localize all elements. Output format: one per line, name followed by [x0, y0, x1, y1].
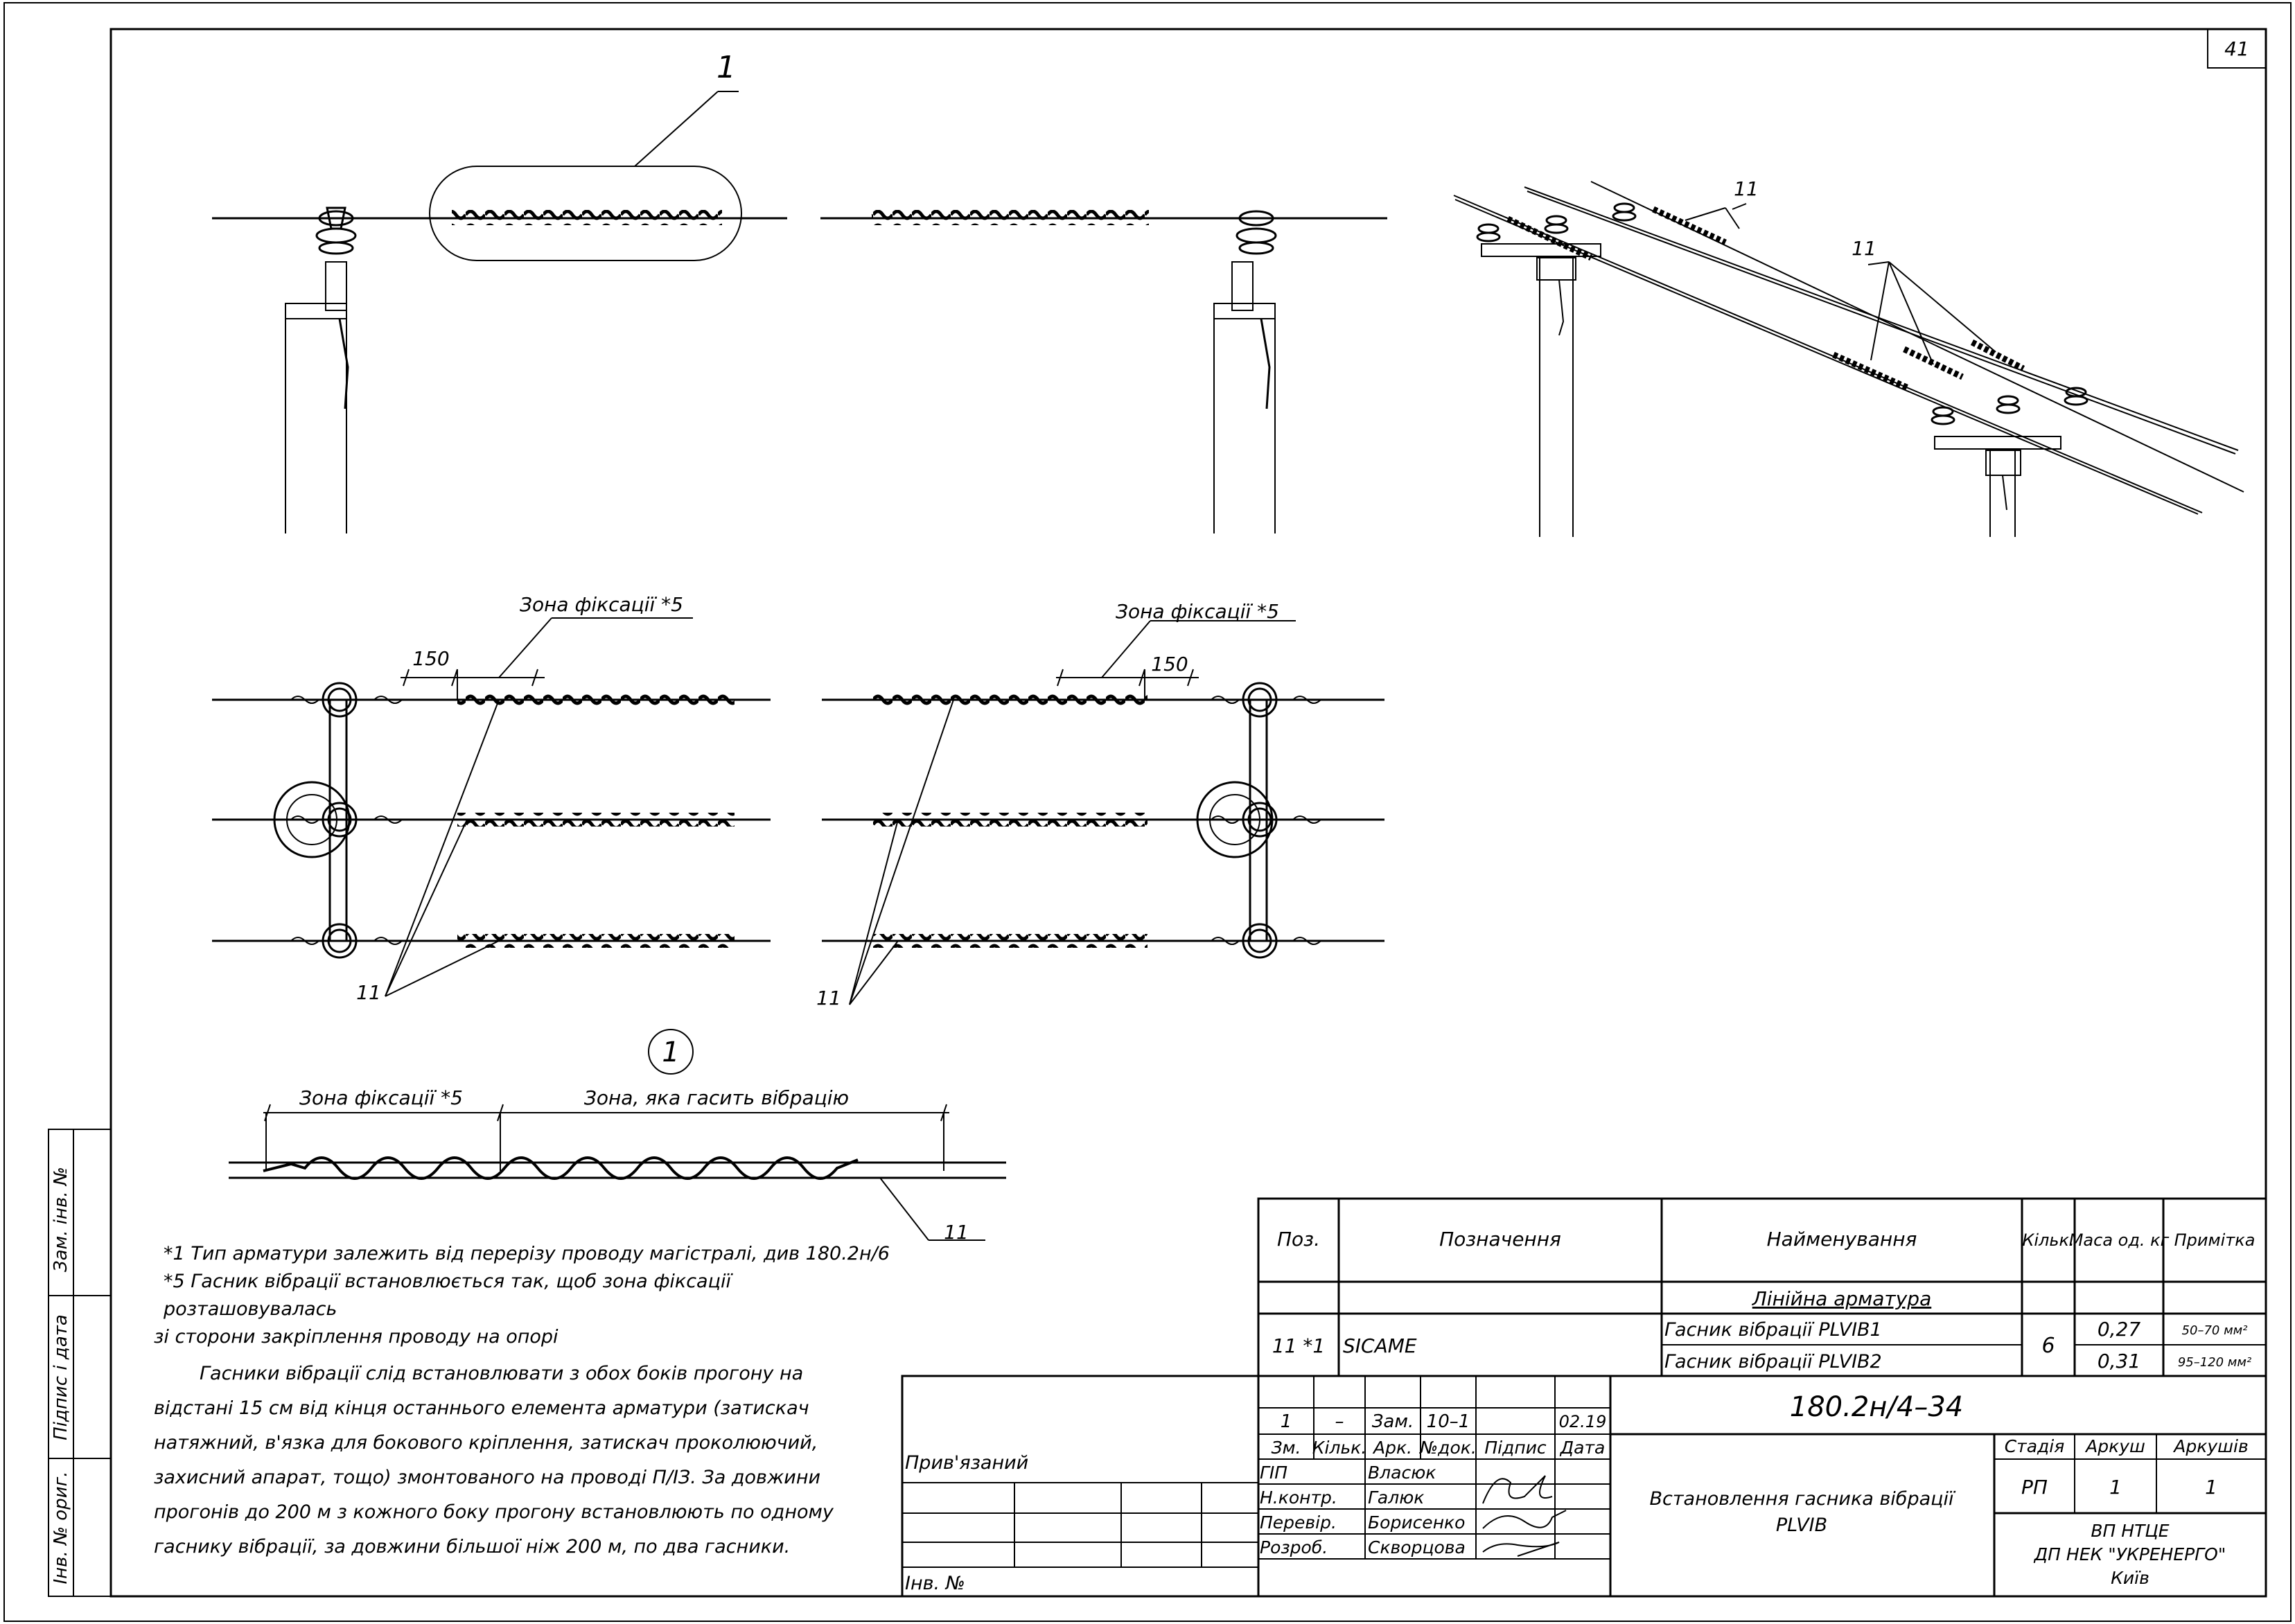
pos-label-persp-2: 11	[1852, 237, 1876, 260]
stamp-inv-oryg: Інв. № ориг.	[51, 1471, 71, 1584]
sheet-value: 1	[2109, 1476, 2122, 1499]
footnote-1: *1 Тип арматури залежить від перерізу пр…	[164, 1243, 890, 1264]
spec-pos: 11 *1	[1272, 1334, 1325, 1357]
dim-150-right: 150	[1151, 653, 1188, 676]
rev-num: 1	[1281, 1411, 1292, 1432]
spec-row1-note: 50–70 мм²	[2182, 1323, 2248, 1338]
stage-header-arkush: Аркуш	[2084, 1436, 2145, 1456]
dim-150-left: 150	[412, 647, 449, 670]
spec-header-mass: Маса од. кг	[2069, 1230, 2170, 1250]
spec-designation: SICAME	[1343, 1334, 1417, 1357]
signatures	[1482, 1475, 1567, 1557]
name-rozrob: Скворцова	[1368, 1537, 1466, 1557]
name-gip: Власюк	[1368, 1463, 1436, 1483]
rev-sheet: Зам.	[1372, 1411, 1414, 1432]
spec-section: Лінійна арматура	[1752, 1287, 1932, 1310]
role-nkontr: Н.контр.	[1260, 1488, 1337, 1508]
inv-label: Інв. №	[905, 1573, 965, 1594]
stage-header-stadiya: Стадія	[2005, 1436, 2065, 1456]
org-line3: Київ	[2111, 1568, 2149, 1588]
spec-row2-name: Гасник вібрації PLVIB2	[1664, 1351, 1882, 1373]
name-nkontr: Галюк	[1368, 1488, 1424, 1508]
doc-title-line2: PLVIB	[1776, 1515, 1827, 1536]
rev-header-date: Дата	[1560, 1438, 1606, 1458]
stage-value: РП	[2021, 1476, 2048, 1499]
role-pereviv: Перевір.	[1260, 1512, 1337, 1533]
org-line1: ВП НТЦЕ	[2091, 1521, 2169, 1541]
spec-header-qty: Кільк.	[2022, 1230, 2074, 1250]
callout-label-top: 1	[716, 50, 736, 85]
plan-view-right	[822, 620, 1384, 1005]
title-block-grid	[901, 1375, 2267, 1598]
spec-row2-mass: 0,31	[2098, 1350, 2140, 1373]
rev-header-kilk: Кільк.	[1312, 1438, 1366, 1458]
perspective-view	[1453, 181, 2244, 537]
zone-fixation-left: Зона фіксації *5	[520, 593, 683, 616]
privyazanyi-label: Прив'язаний	[905, 1452, 1028, 1474]
spec-header-designation: Позначення	[1439, 1228, 1561, 1251]
spec-qty: 6	[2041, 1334, 2055, 1358]
footnote-5-line2: зі сторони закріплення проводу на опорі	[154, 1326, 559, 1348]
rev-qty: –	[1335, 1411, 1344, 1432]
rev-header-sign: Підпис	[1484, 1438, 1547, 1458]
rev-doc: 10–1	[1427, 1411, 1470, 1432]
outer-frame	[3, 2, 2292, 1622]
sheets-value: 1	[2205, 1476, 2217, 1499]
zone-fixation-right: Зона фіксації *5	[1116, 600, 1279, 623]
spec-row1-name: Гасник вібрації PLVIB1	[1664, 1319, 1882, 1341]
name-pereviv: Борисенко	[1368, 1512, 1465, 1533]
spec-header-name: Найменування	[1767, 1228, 1917, 1251]
side-stamps	[48, 1129, 112, 1597]
spec-row1-mass: 0,27	[2098, 1318, 2141, 1341]
rev-date: 02.19	[1559, 1412, 1607, 1431]
doc-title-line1: Встановлення гасника вібрації	[1649, 1488, 1956, 1510]
footnote-5-line1: *5 Гасник вібрації встановлюється так, щ…	[164, 1271, 731, 1320]
stage-header-arkushiv: Аркушів	[2172, 1436, 2248, 1456]
callout-label-detail: 1	[662, 1036, 679, 1068]
spec-table-grid	[1257, 1197, 2267, 1377]
stamp-pidpys-data: Підпис і дата	[51, 1314, 71, 1440]
pos-label-detail: 11	[944, 1221, 969, 1244]
rev-header-zm: Зм.	[1272, 1438, 1301, 1458]
detail-1	[229, 1029, 1006, 1241]
plan-view-left	[212, 617, 771, 997]
spec-row2-note: 95–120 мм²	[2178, 1355, 2251, 1370]
stamp-zam-inv: Зам. інв. №	[51, 1167, 71, 1272]
rev-header-doc: №док.	[1418, 1438, 1477, 1458]
org-line2: ДП НЕК "УКРЕНЕРГО"	[2034, 1544, 2226, 1564]
role-gip: ГІП	[1260, 1463, 1287, 1483]
role-rozrob: Розроб.	[1260, 1537, 1328, 1557]
rev-header-ark: Арк.	[1372, 1438, 1412, 1458]
spec-header-pos: Поз.	[1277, 1228, 1320, 1251]
zone-damping-detail: Зона, яка гасить вібрацію	[584, 1086, 849, 1109]
installation-paragraph: Гасники вібрації слід встановлювати з об…	[154, 1363, 834, 1557]
pos-label-persp-1: 11	[1734, 177, 1759, 200]
page-number: 41	[2224, 37, 2249, 60]
spec-header-note: Примітка	[2174, 1230, 2256, 1250]
doc-code: 180.2н/4–34	[1790, 1391, 1964, 1423]
span-elevation-view: 1	[212, 50, 1387, 533]
zone-fixation-detail: Зона фіксації *5	[299, 1086, 463, 1109]
pos-label-right: 11	[816, 987, 841, 1009]
pos-label-left: 11	[356, 981, 381, 1004]
footnotes: *1 Тип арматури залежить від перерізу пр…	[154, 1240, 891, 1351]
